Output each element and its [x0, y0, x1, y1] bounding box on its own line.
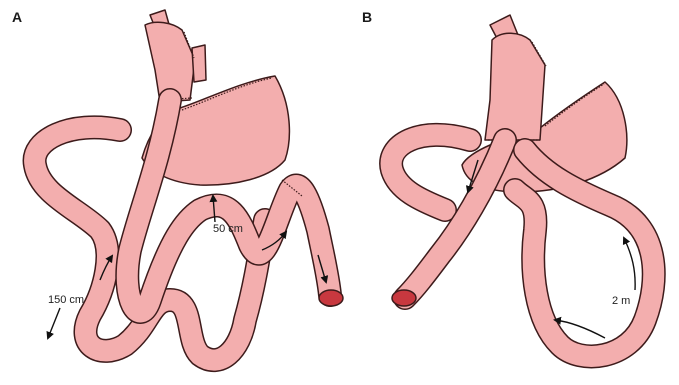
panel-a-label: A [12, 9, 22, 25]
annotation-50cm: 50 cm [213, 223, 243, 235]
panel-b: B 2 m [362, 9, 654, 356]
distal-lumen-a [319, 290, 343, 306]
arrow-2m-upper [624, 238, 635, 290]
panel-b-label: B [362, 9, 372, 25]
gastric-pouch-b [485, 33, 545, 140]
annotation-150cm: 150 cm [48, 294, 84, 306]
panel-a: A 150 cm 50 cm [12, 9, 343, 360]
arrow-150cm-down [48, 308, 60, 338]
pouch-flap [192, 45, 206, 82]
annotation-2m: 2 m [612, 295, 630, 307]
distal-lumen-b [392, 290, 416, 306]
left-loop-b [391, 135, 470, 210]
alimentary-limb-b [405, 140, 505, 298]
